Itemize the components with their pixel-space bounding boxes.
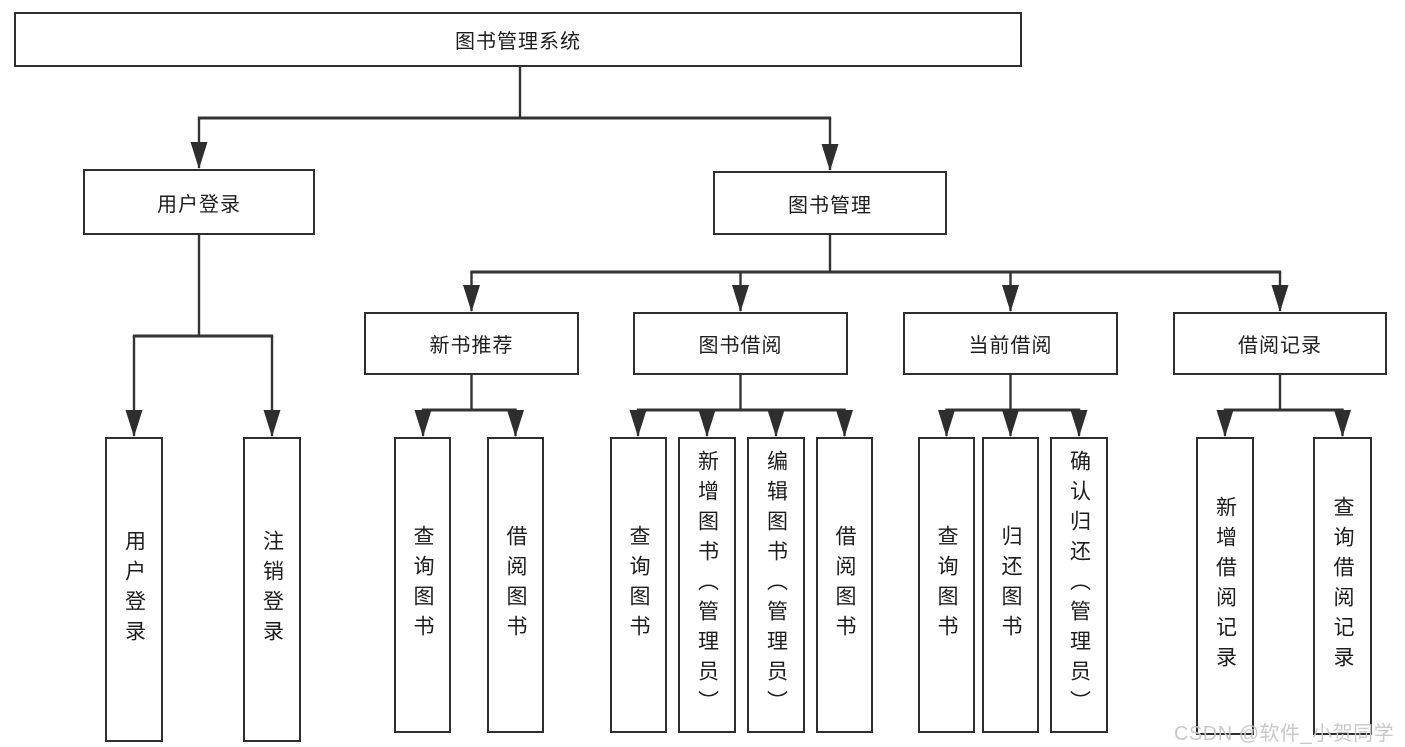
leaf-add-books-admin: 新增图书（管理员） [678,437,736,733]
leaf-confirm-return-admin: 确认归还（管理员） [1050,437,1108,733]
leaf-borrow-borrow-books-label: 借阅图书 [833,525,856,645]
leaf-logout: 注销登录 [243,437,301,742]
leaf-edit-books-admin-label: 编辑图书（管理员） [764,450,788,720]
node-book-management: 图书管理 [713,171,947,235]
leaf-edit-books-admin: 编辑图书（管理员） [747,437,805,733]
node-root-label: 图书管理系统 [455,31,581,53]
node-book-management-label: 图书管理 [788,194,872,217]
leaf-newbook-query-books: 查询图书 [394,437,451,733]
node-current-borrow: 当前借阅 [903,312,1118,375]
node-root: 图书管理系统 [14,12,1022,67]
connector-new-book-recommend [414,375,524,437]
leaf-confirm-return-admin-label: 确认归还（管理员） [1067,450,1091,720]
leaf-newbook-borrow-books-label: 借阅图书 [504,525,527,645]
leaf-user-login-label: 用户登录 [122,529,146,650]
connector-user-login [125,235,281,437]
node-user-login: 用户登录 [83,169,315,235]
leaf-query-borrow-record: 查询借阅记录 [1313,437,1372,735]
connector-borrow-records [1216,375,1351,437]
connector-book-borrow [629,375,853,437]
leaf-add-books-admin-label: 新增图书（管理员） [695,450,719,720]
leaf-current-query-books-label: 查询图书 [935,525,958,645]
leaf-borrow-query-books: 查询图书 [610,437,667,733]
node-borrow-records: 借阅记录 [1173,312,1387,375]
leaf-return-books-label: 归还图书 [999,525,1022,645]
node-user-login-label: 用户登录 [157,193,241,216]
leaf-borrow-borrow-books: 借阅图书 [816,437,873,733]
leaf-logout-label: 注销登录 [260,529,284,650]
node-new-book-recommend-label: 新书推荐 [429,335,514,357]
node-book-borrow-label: 图书借阅 [698,335,783,357]
connector-current-borrow [938,375,1088,437]
leaf-borrow-query-books-label: 查询图书 [627,525,650,645]
node-new-book-recommend: 新书推荐 [364,312,579,375]
leaf-user-login: 用户登录 [105,437,163,742]
leaf-return-books: 归还图书 [982,437,1039,733]
node-current-borrow-label: 当前借阅 [968,335,1053,357]
csdn-watermark: CSDN @软件_小贺同学 [1174,723,1395,745]
leaf-current-query-books: 查询图书 [918,437,975,733]
leaf-add-borrow-record: 新增借阅记录 [1196,437,1254,735]
node-borrow-records-label: 借阅记录 [1238,335,1322,357]
leaf-newbook-query-books-label: 查询图书 [411,525,434,645]
leaf-query-borrow-record-label: 查询借阅记录 [1331,496,1354,676]
connector-root [190,67,839,171]
node-book-borrow: 图书借阅 [633,312,848,375]
leaf-newbook-borrow-books: 借阅图书 [487,437,544,733]
leaf-add-borrow-record-label: 新增借阅记录 [1213,496,1237,676]
connector-book-management [463,235,1289,312]
